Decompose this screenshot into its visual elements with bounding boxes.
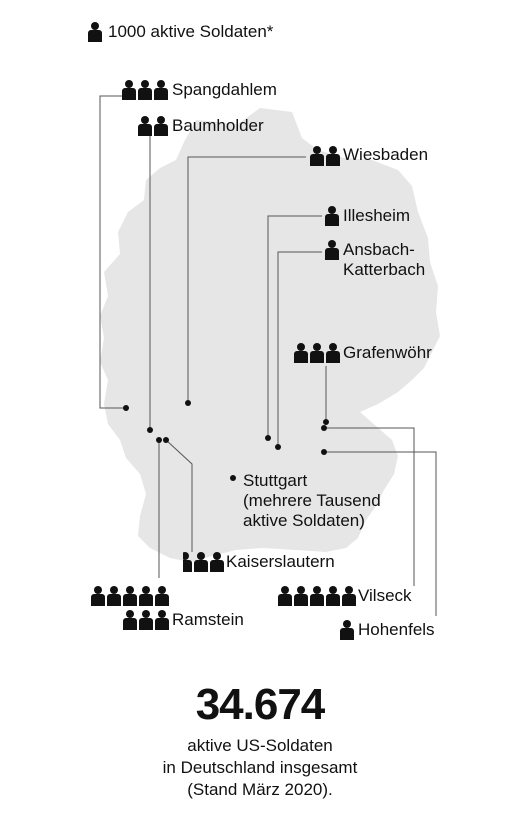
- base-dot-spangdahlem: [123, 405, 129, 411]
- soldier-icon: [122, 80, 136, 100]
- connector-line-spangdahlem: [99, 95, 126, 409]
- legend-label: 1000 aktive Soldaten*: [108, 22, 274, 41]
- soldier-icon: [340, 620, 354, 640]
- base-dots: [123, 400, 329, 481]
- soldier-icon: [154, 116, 168, 136]
- soldier-icons-ramstein-row1: [91, 586, 169, 606]
- soldier-icons-wiesbaden: [310, 146, 340, 166]
- base-dot-illesheim: [265, 435, 271, 441]
- base-label-baumholder: Baumholder: [172, 116, 264, 135]
- connector-line-vilseck: [324, 427, 415, 586]
- base-dot-stuttgart: [230, 475, 236, 481]
- soldier-icons-baumholder: [138, 116, 168, 136]
- soldier-icon: [310, 586, 324, 606]
- soldier-icon: [123, 610, 137, 630]
- total-soldiers-caption: aktive US-Soldaten in Deutschland insges…: [162, 736, 358, 799]
- soldier-icon: [210, 552, 224, 572]
- base-dot-hohenfels: [321, 449, 327, 455]
- soldier-icon: [325, 240, 339, 260]
- base-dot-kaiserslautern: [163, 437, 169, 443]
- soldier-icon: [139, 610, 153, 630]
- soldier-icons-spangdahlem: [122, 80, 168, 100]
- legend: 1000 aktive Soldaten*: [88, 22, 273, 42]
- soldier-icons-kaiserslautern: [183, 552, 224, 572]
- connector-line-kaiserslautern: [165, 439, 193, 552]
- soldier-icon: [326, 343, 340, 363]
- base-label-kaiserslautern: Kaiserslautern: [226, 552, 335, 571]
- base-dot-baumholder: [147, 427, 153, 433]
- soldier-icon: [123, 586, 137, 606]
- soldier-icon: [91, 586, 105, 606]
- base-label-grafenwoehr: Grafenwöhr: [343, 343, 432, 362]
- soldier-icon: [342, 586, 356, 606]
- soldier-icon: [294, 586, 308, 606]
- connector-line-hohenfels: [324, 451, 437, 616]
- base-label-stuttgart: Stuttgart (mehrere Tausend aktive Soldat…: [243, 471, 381, 530]
- soldier-icons-ramstein-row2: [123, 610, 169, 630]
- connector-line-ansbach: [277, 251, 322, 447]
- soldier-icon: [154, 80, 168, 100]
- soldier-icon: [155, 586, 169, 606]
- soldier-icon: [138, 116, 152, 136]
- base-label-ansbach: Ansbach- Katterbach: [343, 240, 426, 279]
- soldier-icon: [139, 586, 153, 606]
- soldier-icon: [294, 343, 308, 363]
- soldier-icon: [326, 146, 340, 166]
- soldier-icon: [88, 22, 102, 42]
- connector-line-illesheim: [267, 215, 322, 438]
- soldier-icon: [310, 146, 324, 166]
- base-label-ramstein: Ramstein: [172, 610, 244, 629]
- soldier-icon: [194, 552, 208, 572]
- base-label-hohenfels: Hohenfels: [358, 620, 435, 639]
- base-dot-wiesbaden: [185, 400, 191, 406]
- base-label-vilseck: Vilseck: [358, 586, 412, 605]
- soldier-icons-grafenwoehr: [294, 343, 340, 363]
- soldier-icon: [107, 586, 121, 606]
- base-dot-ramstein: [156, 437, 162, 443]
- germany-outline: [100, 108, 440, 562]
- soldier-icon: [325, 206, 339, 226]
- soldier-icons-hohenfels: [340, 620, 354, 640]
- connector-lines: [99, 95, 437, 616]
- soldier-icons-illesheim: [325, 206, 339, 226]
- total-soldiers-value: 34.674: [195, 680, 326, 729]
- soldier-icon: [326, 586, 340, 606]
- soldier-icons-ansbach: [325, 240, 339, 260]
- soldier-icon: [310, 343, 324, 363]
- base-label-spangdahlem: Spangdahlem: [172, 80, 277, 99]
- soldier-icons-vilseck: [278, 586, 356, 606]
- connector-line-wiesbaden: [187, 156, 306, 403]
- base-label-illesheim: Illesheim: [343, 206, 411, 225]
- base-dot-ansbach: [275, 444, 281, 450]
- soldier-icon: [138, 80, 152, 100]
- base-dot-grafenwoehr: [323, 419, 329, 425]
- soldier-icon: [155, 610, 169, 630]
- base-dot-vilseck: [321, 425, 327, 431]
- soldier-icon: [278, 586, 292, 606]
- base-label-wiesbaden: Wiesbaden: [343, 145, 429, 164]
- soldier-icon: [183, 552, 192, 572]
